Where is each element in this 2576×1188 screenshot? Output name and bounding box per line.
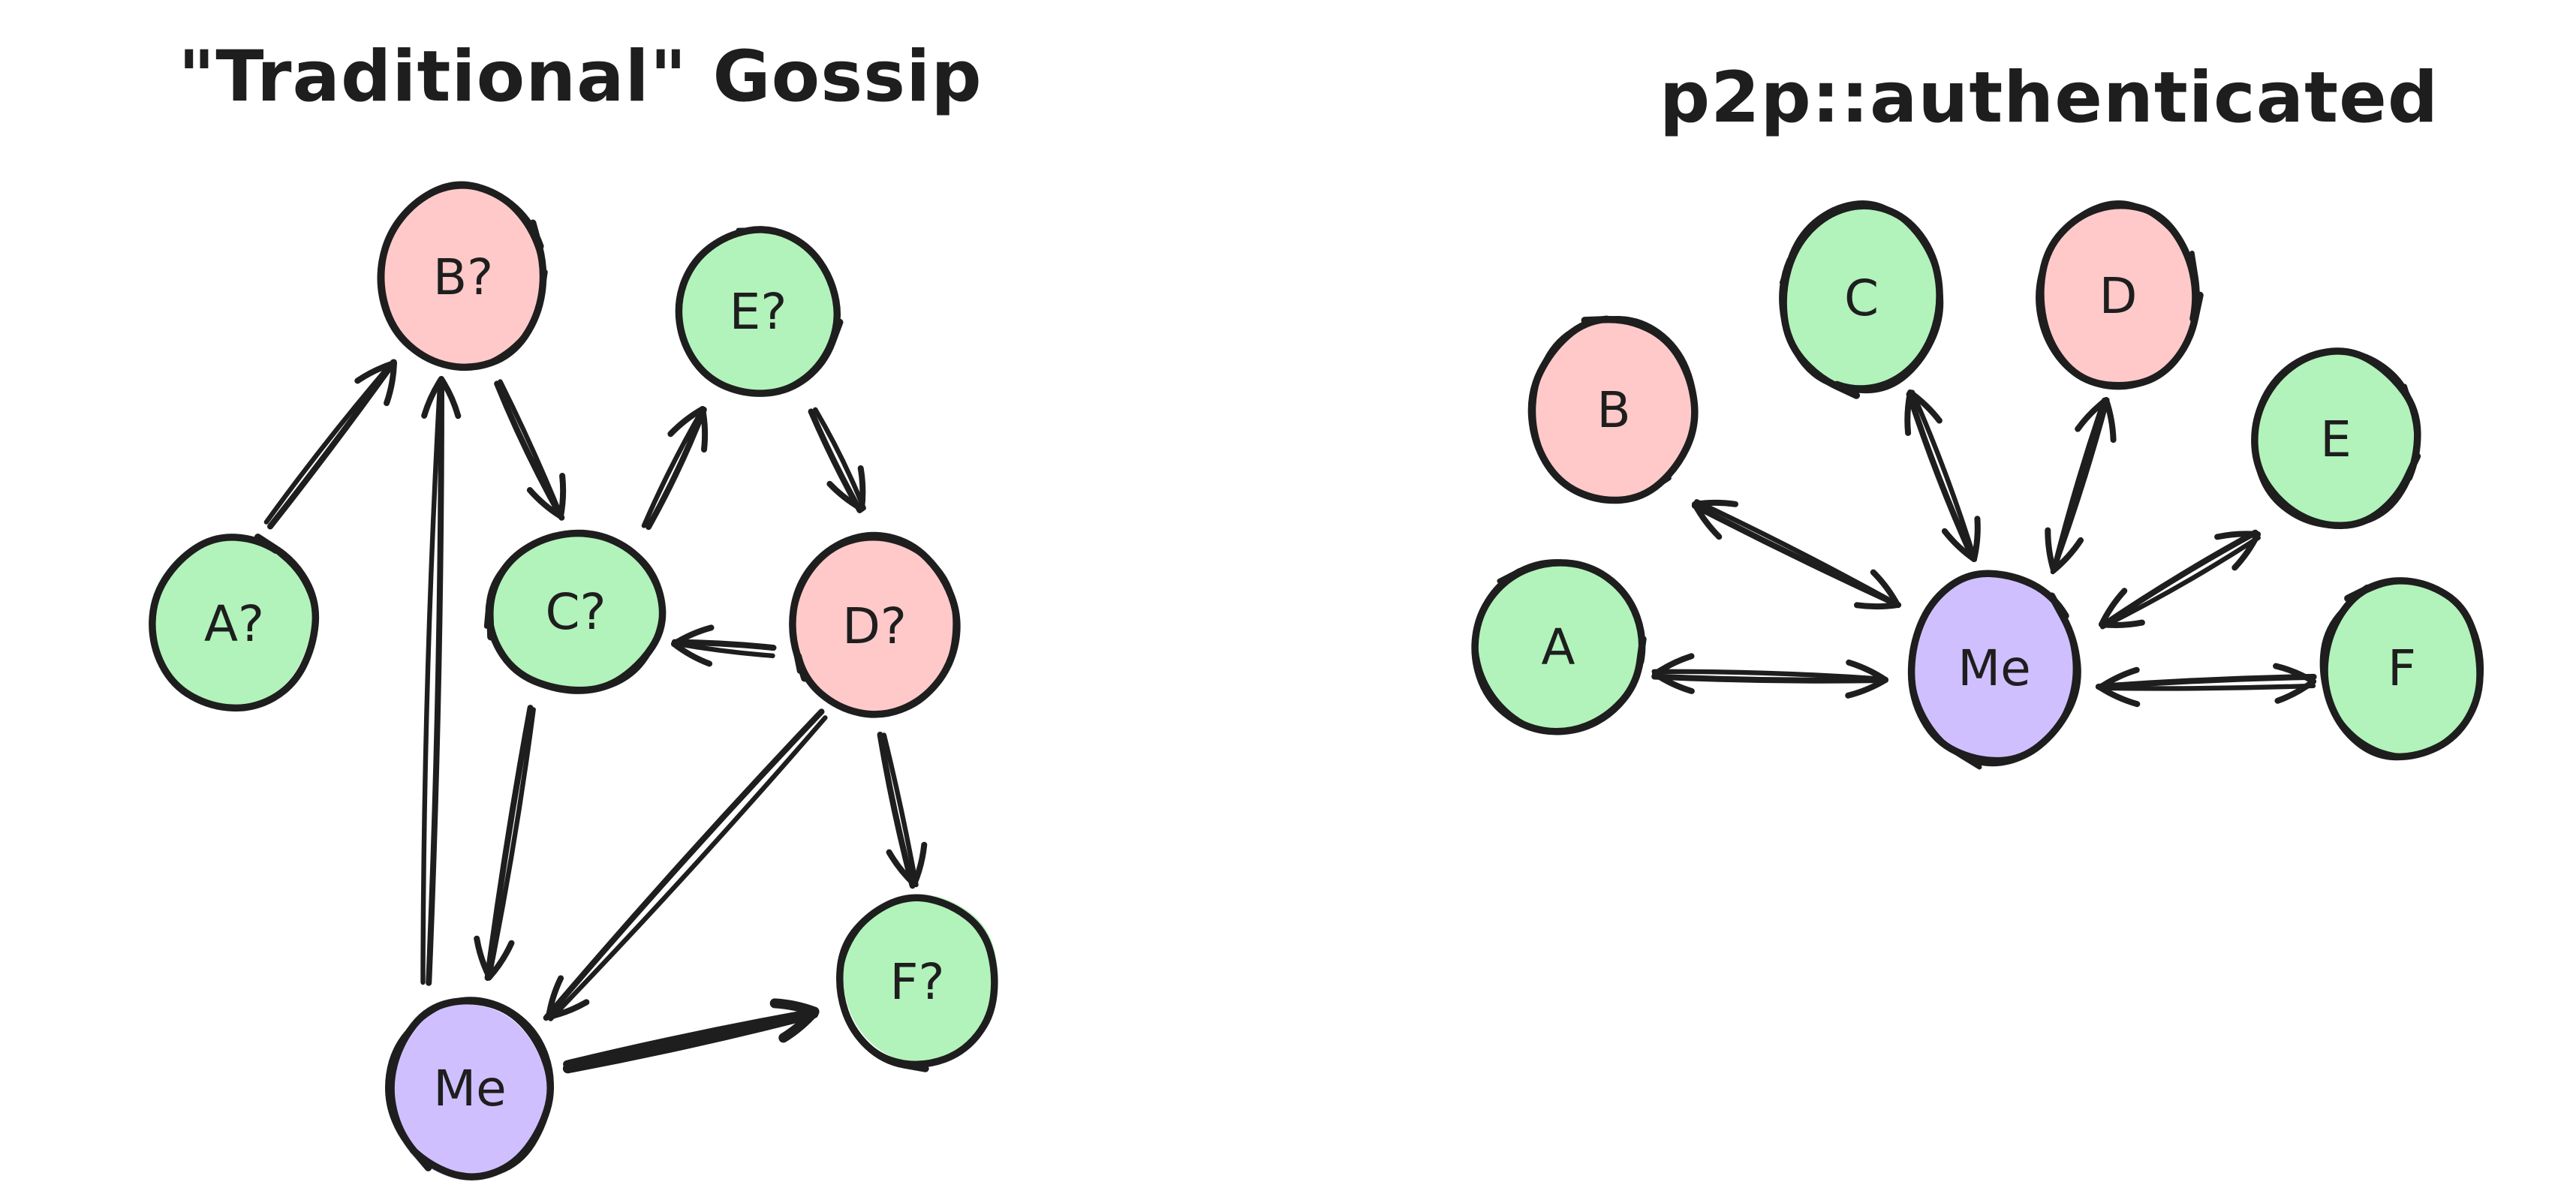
arrow-B-Me-bidirectional bbox=[1691, 499, 1902, 610]
node-p2p-authenticated-B: B bbox=[1527, 315, 1699, 504]
node-p2p-authenticated-D: D bbox=[2036, 200, 2204, 390]
arrow-C-Me bbox=[474, 705, 536, 981]
node-p2p-authenticated-A: A bbox=[1471, 559, 1647, 735]
diagram-p2p-authenticated: A B C D E F Me bbox=[1471, 200, 2484, 770]
node-label-C: C bbox=[1844, 269, 1879, 327]
right-diagram-title: p2p::authenticated bbox=[1660, 57, 2439, 139]
node-traditional-gossip-F: F? bbox=[836, 894, 998, 1072]
arrow-C-E bbox=[641, 406, 709, 531]
arrow-C-Me-bidirectional bbox=[1904, 389, 1981, 562]
arrow-Me-B bbox=[420, 376, 462, 986]
arrow-E-Me-bidirectional bbox=[2099, 529, 2261, 630]
node-p2p-authenticated-F: F bbox=[2319, 577, 2484, 761]
node-traditional-gossip-D: D? bbox=[789, 531, 961, 718]
arrow-D-C bbox=[671, 624, 777, 667]
arrow-D-Me-bidirectional bbox=[2045, 397, 2117, 575]
node-label-A: A bbox=[1541, 618, 1575, 676]
node-label-F: F bbox=[2388, 639, 2416, 697]
node-traditional-gossip-A: A? bbox=[149, 534, 320, 712]
node-label-E: E bbox=[2320, 411, 2352, 468]
arrow-B-C bbox=[494, 379, 567, 521]
node-label-Me: Me bbox=[1958, 639, 2031, 697]
left-diagram-title: "Traditional" Gossip bbox=[178, 36, 982, 118]
arrow-F-Me-bidirectional bbox=[2095, 663, 2317, 708]
node-label-B: B? bbox=[433, 248, 493, 306]
node-label-F: F? bbox=[890, 953, 945, 1011]
arrow-Me-F bbox=[562, 998, 820, 1074]
arrow-A-Me-bidirectional bbox=[1651, 653, 1888, 699]
node-traditional-gossip-Me: Me bbox=[385, 997, 554, 1180]
node-label-D: D? bbox=[842, 597, 907, 655]
node-traditional-gossip-B: B? bbox=[377, 181, 548, 371]
arrow-A-B bbox=[263, 359, 397, 530]
node-p2p-authenticated-C: C bbox=[1779, 200, 1944, 399]
node-label-Me: Me bbox=[433, 1060, 507, 1117]
arrow-E-D bbox=[808, 407, 866, 513]
arrow-D-Me bbox=[543, 708, 828, 1021]
node-p2p-authenticated-E: E bbox=[2251, 347, 2421, 530]
node-label-D: D bbox=[2099, 267, 2138, 325]
node-traditional-gossip-C: C? bbox=[483, 529, 667, 694]
arrow-D-F bbox=[877, 732, 928, 889]
node-traditional-gossip-E: E? bbox=[675, 226, 844, 397]
node-label-C: C? bbox=[545, 583, 606, 641]
node-label-B: B bbox=[1596, 381, 1630, 439]
node-label-A: A? bbox=[204, 595, 264, 653]
node-label-E: E? bbox=[730, 283, 787, 341]
diagram-traditional-gossip: A? B? C? D? E? F? Me bbox=[149, 181, 998, 1180]
node-p2p-authenticated-Me: Me bbox=[1907, 570, 2081, 770]
